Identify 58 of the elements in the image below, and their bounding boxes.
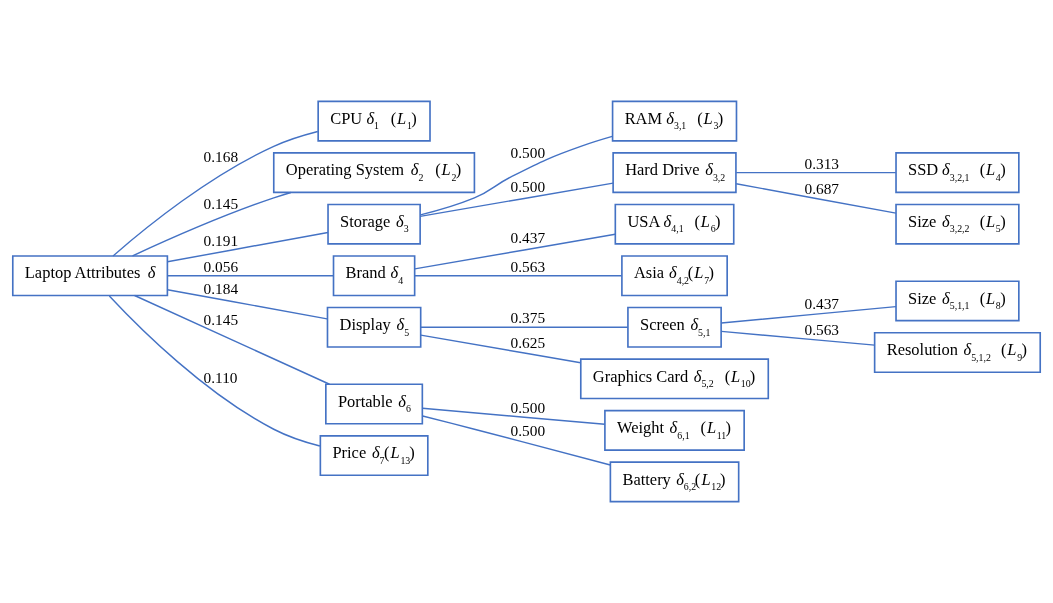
connector (108, 295, 321, 447)
edge-label: 0.145 (203, 311, 239, 329)
edge-label: 0.437 (804, 294, 839, 312)
edge-label: 0.625 (510, 334, 546, 352)
node-box: Size δ$_{3,2,2}$ (L$_{5}$) (895, 203, 1020, 245)
node-box: Weight δ$_{6,1}$ (L$_{11}$) (604, 409, 745, 451)
edge-label: 0.313 (804, 154, 839, 172)
connector (720, 305, 897, 324)
node-box: Portable δ$_{6}$ (325, 383, 424, 425)
node-box: Display δ$_{5}$ (326, 306, 422, 348)
connector (720, 330, 876, 346)
node-box: Asia δ$_{4,2}$(L$_{7}$) (621, 255, 728, 297)
node-box: Graphics Card δ$_{5,2}$ (L$_{10}$) (579, 358, 770, 400)
edge-label: 0.500 (510, 177, 546, 195)
edge-label: 0.500 (510, 399, 546, 417)
node-box: Brand δ$_{4}$ (332, 255, 416, 297)
node-box: Hard Drive δ$_{3,2}$ (612, 152, 737, 194)
connector (735, 171, 897, 174)
node-box: Resolution δ$_{5,1,2}$ (L$_{9}$) (873, 331, 1042, 374)
edge-label: 0.500 (510, 143, 546, 161)
edge-label: 0.191 (203, 232, 239, 250)
connector (131, 191, 292, 257)
edge-label: 0.687 (804, 179, 839, 197)
node-box: Operating System δ$_{2}$ (L$_{2}$) (272, 152, 476, 194)
connector (735, 183, 897, 214)
connector (414, 275, 623, 277)
connector (419, 135, 613, 216)
node-box: Size δ$_{5,1,1}$ (L$_{8}$) (895, 280, 1020, 322)
connector (112, 130, 319, 257)
edge-label: 0.145 (203, 195, 239, 213)
node-box: SSD δ$_{3,2,1}$ (L$_{4}$) (895, 152, 1020, 194)
node-box: CPU δ$_{1}$ (L$_{1}$) (317, 100, 431, 142)
edge-label: 0.168 (203, 147, 239, 165)
edge-label: 0.056 (203, 257, 239, 275)
connector (166, 275, 334, 277)
connector (421, 407, 606, 425)
node-box: Price δ$_{7}$(L$_{13}$) (319, 435, 429, 477)
edge-label: 0.184 (203, 279, 239, 297)
edge-label: 0.375 (510, 309, 546, 327)
edge-label: 0.500 (510, 422, 546, 440)
node-box: USA δ$_{4,1}$ (L$_{6}$) (614, 203, 735, 245)
node-box: Laptop Attributes δ (11, 255, 169, 297)
connector (419, 182, 614, 218)
connector (421, 415, 611, 466)
connector (420, 334, 582, 364)
edge-label: 0.110 (203, 369, 238, 387)
node-box: RAM δ$_{3,1}$ (L$_{3}$) (611, 100, 738, 142)
connector (133, 294, 331, 385)
node-box: Storage δ$_{3}$ (327, 203, 421, 245)
edge-label: 0.437 (510, 229, 546, 247)
node-box: Battery δ$_{6,2}$(L$_{12}$) (609, 461, 740, 503)
connector (414, 233, 616, 270)
connector (166, 231, 329, 263)
connector (420, 326, 629, 328)
node-box: Screen δ$_{5,1}$ (627, 306, 722, 348)
edge-label: 0.563 (804, 321, 839, 339)
connector (166, 288, 328, 320)
edge-label: 0.563 (510, 257, 546, 275)
